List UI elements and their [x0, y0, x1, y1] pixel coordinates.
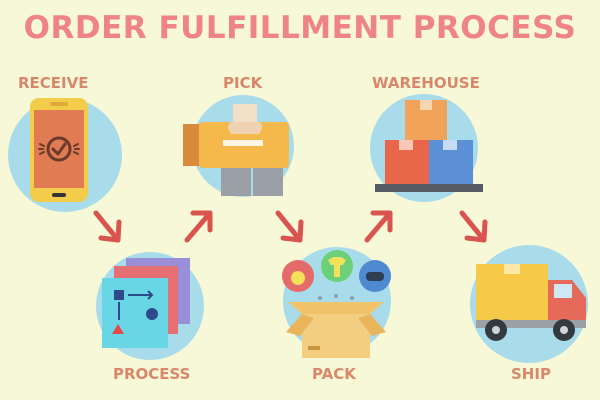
stacked-boxes-pallet-icon	[375, 100, 483, 192]
step-label-ship: SHIP	[511, 365, 551, 383]
delivery-truck-icon	[476, 264, 586, 341]
open-box-products-icon	[282, 250, 391, 358]
step-label-process: PROCESS	[113, 365, 191, 383]
arrow-pack-to-warehouse	[364, 210, 393, 243]
step-label-pick: PICK	[223, 74, 263, 92]
arrow-process-to-pick	[184, 210, 213, 243]
smartphone-check-icon	[30, 98, 88, 202]
diagram-title: ORDER FULFILLMENT PROCESS	[23, 10, 577, 46]
hand-picking-box-icon	[183, 104, 289, 196]
arrow-pick-to-pack	[275, 210, 304, 243]
step-label-pack: PACK	[312, 365, 356, 383]
step-label-receive: RECEIVE	[18, 74, 89, 92]
arrow-warehouse-to-ship	[459, 210, 488, 243]
flowchart-documents-icon	[102, 258, 190, 348]
arrow-receive-to-process	[93, 210, 122, 243]
step-label-warehouse: WAREHOUSE	[372, 74, 480, 92]
